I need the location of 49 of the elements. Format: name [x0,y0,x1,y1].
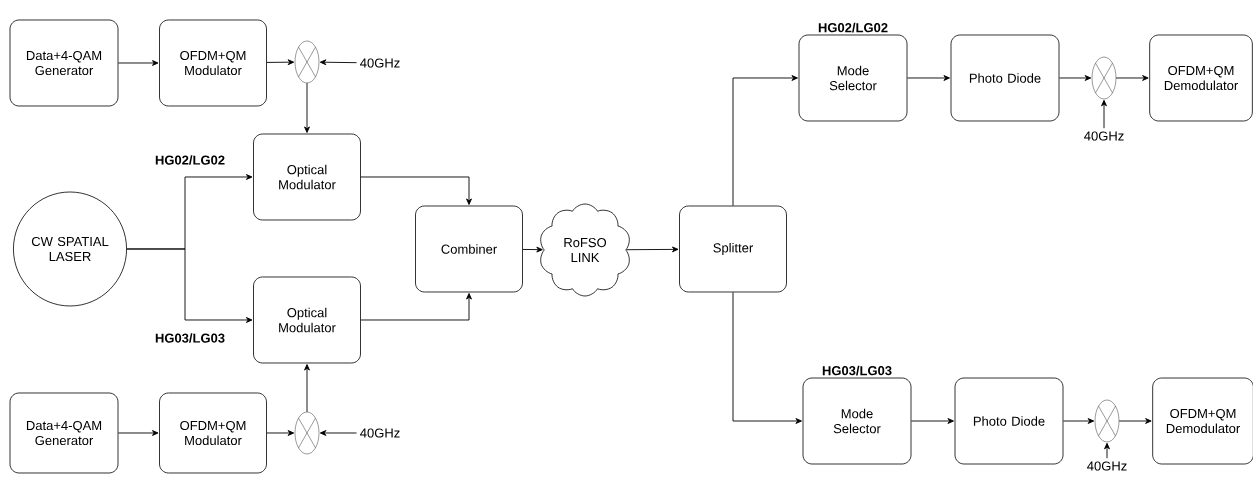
frequency-label: 40GHz [360,58,400,68]
arrow [360,293,472,321]
box-heading: HG03/LG03 [822,365,892,376]
arrow [1104,442,1110,459]
process-box: Mode Selector [798,34,908,122]
frequency-label: 40GHz [360,428,400,438]
mixer-symbol [1091,56,1117,100]
edge-label: HG02/LG02 [153,154,227,166]
arrow [522,246,543,253]
process-box: OFDM+QM Modulator [159,19,267,107]
arrow [360,176,472,205]
process-box: OFDM+QM Modulator [159,392,267,474]
process-box: Optical Modulator [253,133,361,221]
frequency-label: 40GHz [1084,131,1124,141]
process-box: Data+4-QAM Generator [9,19,119,107]
mixer-symbol [294,40,320,84]
mixer-symbol [294,411,320,455]
process-box: Splitter [679,205,787,293]
arrow [906,75,950,81]
arrow [732,291,802,424]
arrow [117,430,159,436]
arrow [304,364,310,413]
box-heading: HG02/LG02 [818,22,888,33]
process-box: OFDM+QM Demodulator [1152,377,1253,465]
arrow [910,418,954,424]
arrow [304,82,310,133]
process-box: Combiner [415,205,523,293]
process-box: Photo Diode [950,34,1060,122]
arrow [1058,75,1092,81]
mixer-symbol [1094,399,1120,443]
arrow [266,430,295,436]
arrow [1062,418,1095,424]
arrow [626,246,679,253]
arrow [732,75,798,207]
process-box: Data+4-QAM Generator [9,392,119,474]
arrow [1115,75,1149,81]
arrow [266,59,295,66]
process-box: Photo Diode [954,377,1064,465]
arrow [319,430,357,436]
edge-label: HG03/LG03 [153,332,227,344]
frequency-label: 40GHz [1087,461,1127,471]
arrow [117,60,159,66]
process-box: Optical Modulator [253,276,361,364]
arrow [126,248,253,323]
process-box: Mode Selector [802,377,912,465]
arrow [1101,99,1107,129]
arrow [1118,418,1152,424]
process-box: OFDM+QM Demodulator [1149,34,1253,122]
arrow [319,59,357,66]
